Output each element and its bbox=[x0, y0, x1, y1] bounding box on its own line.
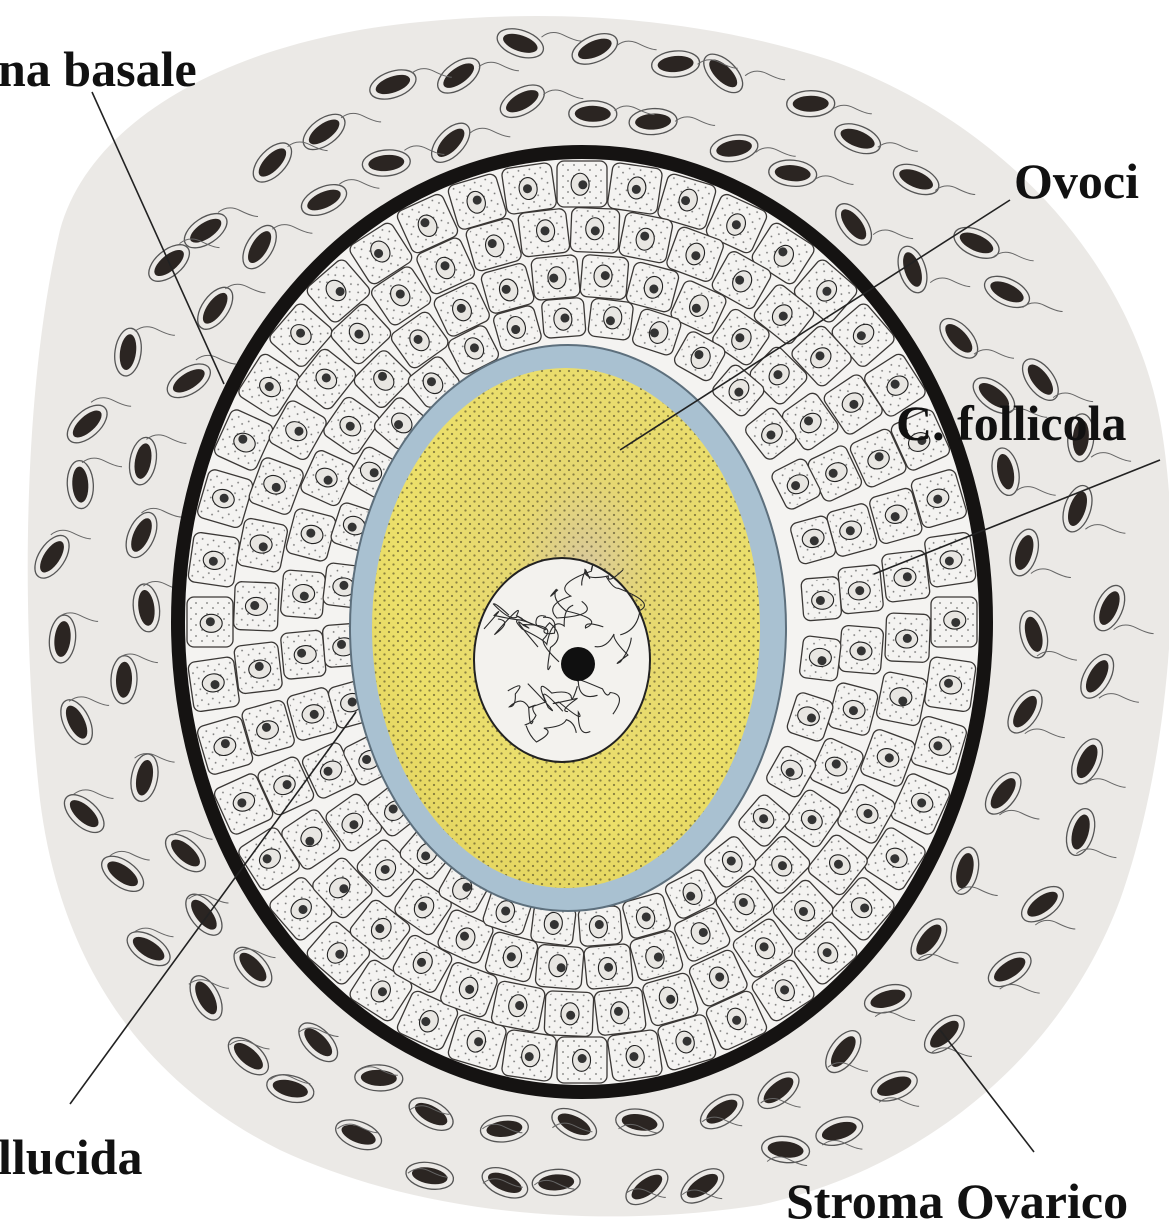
label-membrana-basale: na basale bbox=[0, 44, 197, 94]
follicular-cell bbox=[838, 625, 884, 674]
follicular-cell bbox=[578, 906, 623, 947]
follicular-cell bbox=[557, 1037, 607, 1083]
follicular-cell bbox=[187, 656, 240, 712]
follicular-cell bbox=[885, 613, 931, 663]
follicular-cell bbox=[234, 641, 283, 694]
follicular-cell bbox=[557, 161, 607, 207]
follicular-cell bbox=[187, 532, 240, 588]
follicular-cell bbox=[517, 208, 570, 257]
follicular-cell bbox=[607, 162, 663, 215]
follicular-cell bbox=[280, 630, 326, 680]
follicular-cell bbox=[490, 980, 546, 1033]
follicular-cell bbox=[607, 1029, 663, 1082]
follicular-cell bbox=[187, 597, 233, 647]
follicular-cell bbox=[924, 532, 977, 588]
follicular-cell bbox=[535, 944, 584, 990]
follicular-cell bbox=[233, 581, 279, 631]
nucleolus bbox=[561, 647, 595, 681]
follicular-cell bbox=[501, 162, 557, 215]
follicular-cell bbox=[799, 635, 842, 681]
follicular-cell bbox=[801, 576, 842, 621]
follicular-cell bbox=[580, 254, 629, 300]
follicular-cell bbox=[881, 550, 930, 603]
follicular-cell bbox=[924, 656, 977, 712]
follicular-cell bbox=[875, 671, 928, 727]
follicular-cell bbox=[570, 207, 620, 253]
label-zona-pellucida: llucida bbox=[0, 1132, 142, 1182]
follicular-cell bbox=[588, 298, 634, 341]
follicular-cell bbox=[618, 211, 674, 264]
follicular-cell bbox=[541, 297, 586, 338]
follicular-cell bbox=[236, 517, 289, 573]
follicular-cell bbox=[544, 991, 594, 1037]
label-cellule-follicolari: C. follicola bbox=[896, 398, 1127, 448]
follicular-cell bbox=[838, 564, 884, 614]
follicular-cell bbox=[584, 943, 634, 989]
label-ovocita: Ovoci bbox=[1014, 156, 1139, 206]
follicular-cell bbox=[931, 597, 977, 647]
follicular-cell bbox=[594, 987, 647, 1036]
follicular-cell bbox=[280, 570, 326, 619]
follicular-cell bbox=[501, 1029, 557, 1082]
follicular-cell bbox=[531, 254, 581, 300]
label-stroma-ovarico: Stroma Ovarico bbox=[786, 1176, 1128, 1226]
